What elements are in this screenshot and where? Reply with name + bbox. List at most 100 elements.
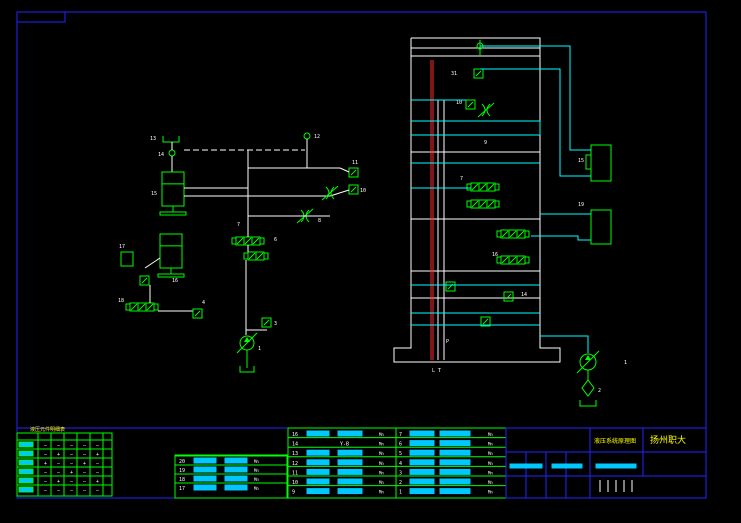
bom-unit: Mn (379, 470, 384, 475)
hydraulic-pump-1-flow-triangle (244, 337, 250, 342)
bom-unit: Mn (379, 480, 384, 485)
bom-item-number: 16 (292, 432, 298, 438)
bom-item-number: 11 (292, 470, 298, 476)
check-valve-lower-body (445, 281, 456, 292)
pipe-line (339, 167, 350, 173)
throttle-9-arc-right (486, 103, 491, 117)
component-number-n14: 14 (158, 152, 164, 158)
bom-name-block (409, 478, 435, 485)
component-number-n1: 1 (258, 346, 261, 352)
bom-name-block (306, 430, 330, 437)
parts-cell: — (70, 443, 74, 449)
bom-name-block (409, 430, 435, 437)
component-number-n16: 16 (172, 278, 178, 284)
component-number-n31: 31 (451, 71, 457, 77)
throttle-9-adjust-arrow (321, 185, 339, 201)
hydraulic-pump-1-variable-arrow (236, 332, 258, 354)
bom-name-block (306, 449, 330, 456)
bom-type-label: Y-B (340, 442, 349, 448)
signal-line (480, 68, 591, 177)
cylinder-16-rod-end (157, 273, 185, 278)
title-field-block (595, 463, 637, 469)
bom-item-number: 10 (292, 480, 298, 486)
directional-valve-16-actuator-right (524, 256, 530, 264)
relief-valve-14-arrow (505, 293, 512, 300)
directional-valve-7-actuator-right (494, 183, 500, 191)
parts-cell: — (96, 488, 100, 494)
bom-unit: Mn (488, 470, 493, 475)
bom-unit: Mn (488, 442, 493, 447)
parts-cell: + (57, 452, 60, 458)
parts-cell: + (83, 461, 86, 467)
component-number-lt: L T (432, 368, 441, 374)
check-valve-10-body (465, 99, 476, 110)
directional-valve-18-arrow (138, 303, 146, 311)
bom-spec-block (439, 459, 471, 466)
directional-valve-6-arrow (236, 237, 244, 245)
tank-2 (239, 366, 255, 373)
component-number-n11: 11 (352, 160, 358, 166)
drawing-frame (16, 11, 707, 499)
relief-valve-5-actuator-right (263, 252, 269, 260)
bom-name-block (409, 440, 435, 447)
hydraulic-pump-right-variable-arrow (576, 350, 600, 374)
component-number-n14: 14 (521, 292, 527, 298)
relief-valve-5-arrow (248, 252, 256, 260)
bom-spec-block (439, 430, 471, 437)
bom-spec-block (337, 468, 363, 475)
directional-valve-6-actuator-right (259, 237, 265, 245)
bom-item-number: 19 (179, 468, 185, 474)
bom-name-block (193, 484, 217, 491)
directional-valve-16-arrow (509, 256, 517, 264)
bom-spec-block (337, 430, 363, 437)
directional-valve-18-arrow (146, 303, 154, 311)
parts-table: 液压元件明细表——————+——++——+———+———+——+————— (16, 426, 113, 497)
bom-spec-block (439, 478, 471, 485)
parts-cell: — (57, 488, 61, 494)
directional-valve-6-arrow (252, 237, 260, 245)
component-number-n15: 15 (578, 158, 584, 164)
signal-line (531, 235, 591, 241)
component-number-n17: 17 (119, 244, 125, 250)
parts-cell: — (83, 443, 87, 449)
component-number-n7: 7 (237, 222, 240, 228)
bom-name-block (193, 475, 217, 482)
bom-item-number: 4 (399, 461, 402, 467)
parts-cell: — (70, 461, 74, 467)
component-number-n9: 9 (484, 140, 487, 146)
bom-item-number: 9 (292, 490, 295, 496)
directional-valve-18-actuator-right (153, 303, 159, 311)
bom-item-number: 5 (399, 451, 402, 457)
hydraulic-pump-right-flow-triangle (585, 355, 591, 360)
cylinder-19-barrel (590, 209, 612, 245)
component-number-n8: 8 (318, 218, 321, 224)
filter-14 (168, 149, 176, 157)
directional-valve-7-arrow (471, 183, 479, 191)
parts-cell: + (96, 452, 99, 458)
bom-item-number: 18 (179, 477, 185, 483)
bom-item-number: 14 (292, 442, 298, 448)
cylinder-16-barrel (159, 233, 183, 269)
directional-valve-18-actuator-left (125, 303, 131, 311)
check-valve-16b-body (139, 275, 150, 286)
pressure-gauge-12 (303, 132, 311, 140)
bom-spec-block (337, 478, 363, 485)
directional-valve-19-actuator-left (496, 230, 502, 238)
parts-cell: — (83, 452, 87, 458)
component-number-n19: 19 (578, 202, 584, 208)
relief-valve-5-arrow (256, 252, 264, 260)
throttle-9-adjust-arrow (477, 102, 495, 118)
check-valve-10-body (348, 184, 359, 195)
parts-cell: — (70, 452, 74, 458)
bom-item-number: 20 (179, 459, 185, 465)
parts-row-id-block (18, 486, 34, 493)
relief-valve-3-body (261, 317, 272, 328)
title-field-block (509, 463, 543, 469)
pipe-line (329, 189, 350, 197)
relief-valve-14-body (503, 291, 514, 302)
parts-row-id-block (18, 450, 34, 457)
component-number-n4: 4 (202, 300, 205, 306)
component-number-n1: 1 (624, 360, 627, 366)
